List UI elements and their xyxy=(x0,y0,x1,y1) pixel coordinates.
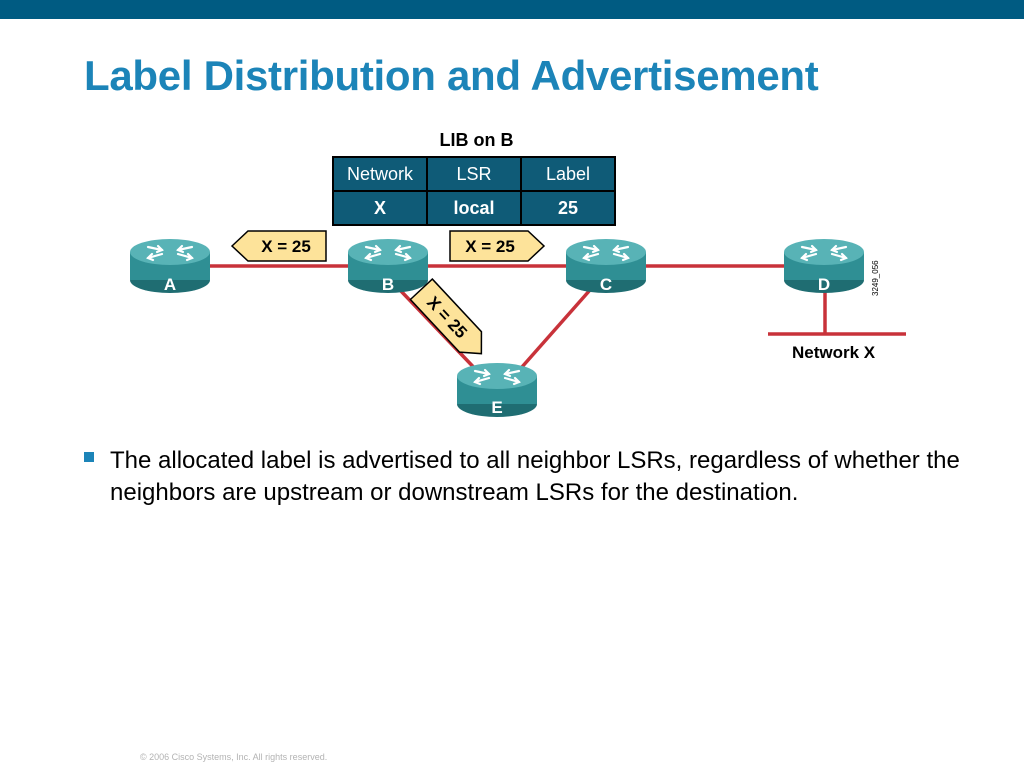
lib-cell-network: X xyxy=(332,190,428,226)
advert-tag-to-e: X = 25 xyxy=(409,277,483,355)
router-b: B xyxy=(346,238,430,294)
copyright-footer: © 2006 Cisco Systems, Inc. All rights re… xyxy=(140,752,328,762)
router-d-label: D xyxy=(818,275,830,294)
advert-tag-to-a: X = 25 xyxy=(230,230,327,262)
lib-caption: LIB on B xyxy=(439,130,514,150)
link-c-e xyxy=(512,288,592,378)
lib-header-row: Network LSR Label xyxy=(332,156,616,192)
lib-cell-label: 25 xyxy=(520,190,616,226)
router-e: E xyxy=(455,362,539,418)
lib-data-row: X local 25 xyxy=(332,190,616,226)
lib-table: Network LSR Label X local 25 xyxy=(332,156,616,226)
advert-tag-to-a-text: X = 25 xyxy=(261,237,311,256)
network-x-label: Network X xyxy=(792,343,876,362)
router-c-label: C xyxy=(600,275,612,294)
slide-title: Label Distribution and Advertisement xyxy=(84,52,819,99)
router-e-label: E xyxy=(491,398,502,417)
router-a-label: A xyxy=(164,275,176,294)
lib-header-network: Network xyxy=(332,156,428,192)
figure-id: 3249_056 xyxy=(871,260,880,296)
bullet-text: The allocated label is advertised to all… xyxy=(110,447,960,506)
top-bar xyxy=(0,0,1024,19)
lib-cell-lsr: local xyxy=(426,190,522,226)
lib-header-label: Label xyxy=(520,156,616,192)
router-c: C xyxy=(564,238,648,294)
bullet-marker xyxy=(84,452,94,462)
router-d: D xyxy=(782,238,866,294)
lib-header-lsr: LSR xyxy=(426,156,522,192)
advert-tag-to-c: X = 25 xyxy=(449,230,546,262)
router-b-label: B xyxy=(382,275,394,294)
advert-tag-to-c-text: X = 25 xyxy=(465,237,515,256)
router-a: A xyxy=(128,238,212,294)
